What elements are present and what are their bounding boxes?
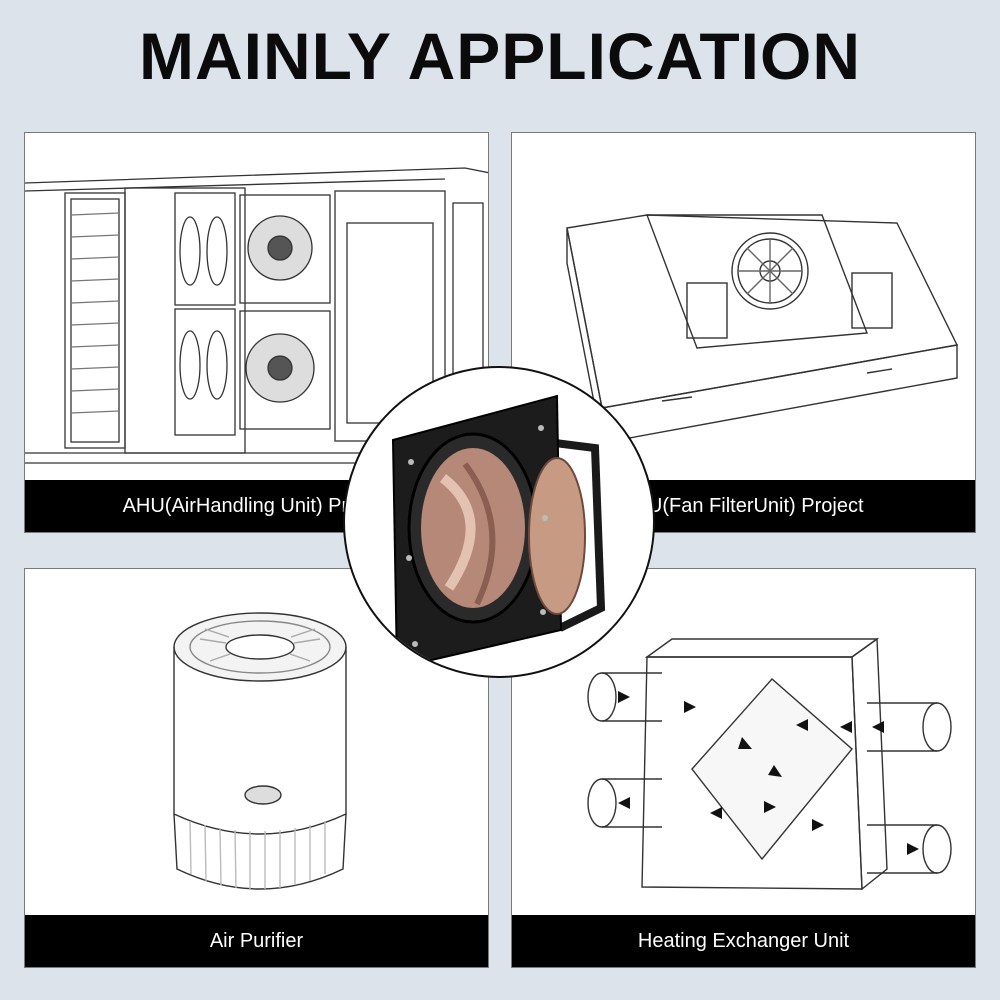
center-product-image <box>343 366 655 678</box>
ahu-card: AHU(AirHandling Unit) Project <box>24 132 489 533</box>
heat-exchanger-card: Heating Exchanger Unit <box>511 568 976 968</box>
heat-exchanger-icon <box>587 637 952 891</box>
air-purifier-icon <box>173 612 347 890</box>
caption: Air Purifier <box>25 915 488 967</box>
caption: Heating Exchanger Unit <box>512 915 975 967</box>
centrifugal-fan-icon <box>391 394 606 670</box>
page-title: MAINLY APPLICATION <box>138 19 862 93</box>
